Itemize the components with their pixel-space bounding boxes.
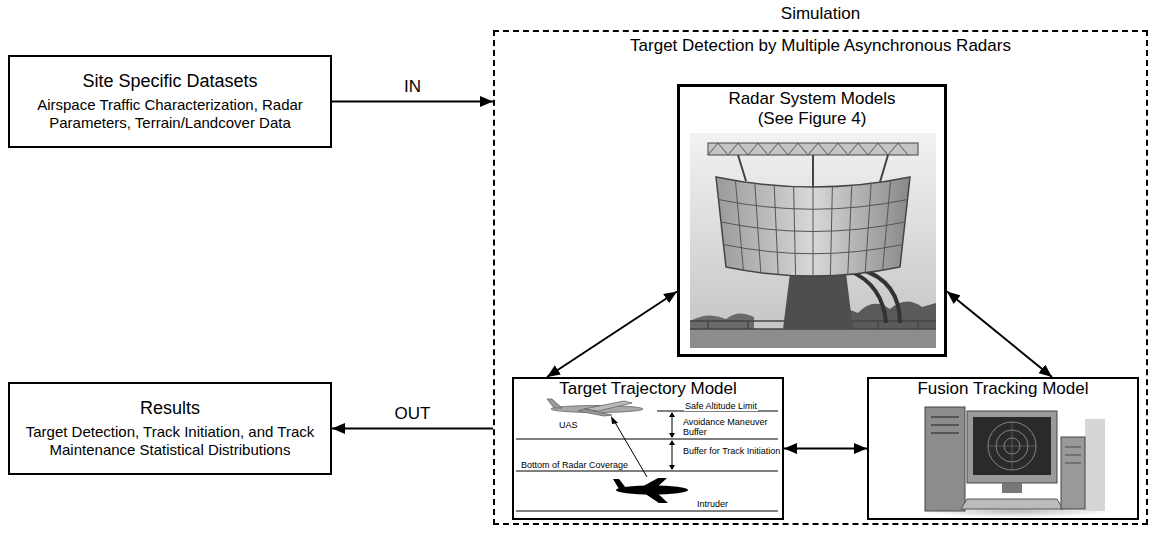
illustration-part <box>690 133 936 348</box>
model-box: Fusion Tracking Model <box>867 377 1139 520</box>
illustration-part <box>783 273 853 329</box>
simulation-boundary: SimulationTarget Detection by Multiple A… <box>493 30 1148 525</box>
connector-label: IN <box>401 77 424 97</box>
illustration-part <box>1002 483 1022 493</box>
illustration-part <box>578 409 612 416</box>
illustration-part <box>584 401 632 411</box>
model-box: Radar System Models(See Figure 4) <box>677 84 947 357</box>
connector-arrow <box>332 428 493 430</box>
connector-arrow <box>784 448 867 450</box>
box-body: Target Detection, Track Initiation, and … <box>18 423 322 459</box>
illustration-part <box>547 399 562 408</box>
illustration-part <box>850 269 900 323</box>
box-heading: Target Trajectory Model <box>514 379 782 399</box>
diagram-label: UAS <box>558 420 579 430</box>
illustration-part <box>931 417 959 433</box>
computer-illustration <box>922 407 1112 518</box>
radar-antenna-illustration <box>690 133 936 348</box>
illustration-part <box>1085 419 1105 511</box>
illustration-part <box>669 412 675 470</box>
connector-arrow <box>547 291 677 377</box>
box-heading: Simulation <box>495 4 1146 24</box>
illustration-part <box>716 177 910 276</box>
illustration-part <box>690 329 936 348</box>
box-body: (See Figure 4) <box>680 109 944 129</box>
illustration-part <box>1061 437 1085 509</box>
box-body: Airspace Traffic Characterization, Radar… <box>18 96 322 132</box>
input-box: Site Specific DatasetsAirspace Traffic C… <box>8 55 332 148</box>
connector-label: OUT <box>392 404 434 424</box>
illustration-part <box>638 478 668 503</box>
connector-arrow <box>332 101 493 103</box>
output-box: ResultsTarget Detection, Track Initiatio… <box>8 382 332 475</box>
diagram-label: Safe Altitude Limit <box>684 401 758 411</box>
diagram-label: Avoidance Maneuver Buffer <box>682 417 782 438</box>
illustration-part <box>988 422 1036 470</box>
diagram-label: Buffer for Track Initiation <box>682 446 782 456</box>
illustration-part <box>738 155 888 187</box>
illustration-part <box>719 200 908 254</box>
illustration-part <box>961 499 1063 509</box>
illustration-part <box>708 143 908 155</box>
diagram-label: Bottom of Radar Coverage <box>520 460 629 470</box>
illustration-part <box>613 479 626 489</box>
box-heading: Radar System Models <box>680 89 944 109</box>
illustration-part <box>1065 447 1081 463</box>
illustration-part <box>967 411 1057 483</box>
model-box: Target Trajectory ModelSafe Altitude Lim… <box>512 377 784 520</box>
illustration-part <box>708 143 918 155</box>
box-heading: Results <box>18 398 322 420</box>
illustration-part <box>973 417 1051 475</box>
illustration-part <box>988 422 1036 470</box>
box-heading: Fusion Tracking Model <box>869 379 1137 399</box>
box-heading: Site Specific Datasets <box>18 71 322 93</box>
illustration-part <box>611 416 618 424</box>
diagram-label: Intruder <box>696 499 729 509</box>
illustration-part <box>925 407 965 511</box>
connector-arrow <box>947 291 1052 377</box>
box-body: Target Detection by Multiple Asynchronou… <box>495 36 1146 56</box>
